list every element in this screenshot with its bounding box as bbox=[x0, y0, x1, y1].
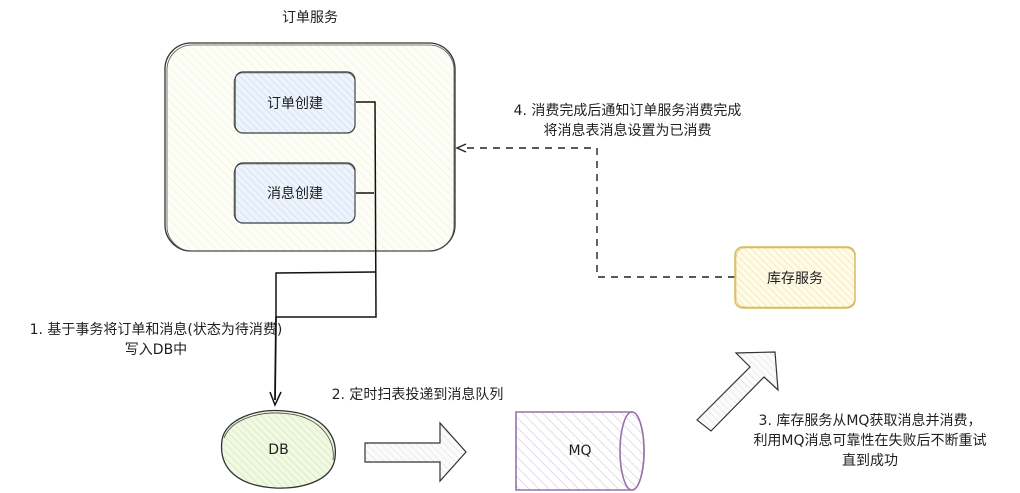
step4-label: 4. 消费完成后通知订单服务消费完成 将消息表消息设置为已消费 bbox=[485, 101, 770, 141]
mq-label: MQ bbox=[568, 443, 592, 459]
step3-line2: 利用MQ消息可靠性在失败后不断重试 bbox=[753, 433, 987, 449]
db-to-mq-arrow bbox=[364, 421, 467, 483]
step1-label: 1. 基于事务将订单和消息(状态为待消费) 写入DB中 bbox=[0, 320, 312, 360]
order-create-box[interactable] bbox=[233, 71, 356, 134]
step2-label: 2. 定时扫表投递到消息队列 bbox=[331, 387, 504, 403]
inventory-service-box[interactable] bbox=[734, 246, 856, 309]
db-label: DB bbox=[268, 442, 289, 458]
step3-line3: 直到成功 bbox=[842, 453, 898, 469]
feedback-arrowhead-icon bbox=[455, 143, 467, 153]
mq-to-inventory-arrow bbox=[696, 351, 779, 432]
step4-line1: 4. 消费完成后通知订单服务消费完成 bbox=[513, 103, 742, 119]
step4-line2: 将消息表消息设置为已消费 bbox=[543, 123, 712, 139]
feedback-arrow bbox=[462, 147, 735, 278]
inventory-service-label: 库存服务 bbox=[767, 270, 823, 287]
order-create-label: 订单创建 bbox=[267, 95, 323, 112]
order-service-title: 订单服务 bbox=[282, 10, 338, 26]
connector-to-db bbox=[269, 101, 377, 407]
message-create-box[interactable] bbox=[233, 162, 356, 224]
step1-line2: 写入DB中 bbox=[124, 342, 188, 358]
step3-label: 3. 库存服务从MQ获取消息并消费， 利用MQ消息可靠性在失败后不断重试 直到成… bbox=[730, 411, 1010, 471]
mq-shape[interactable] bbox=[515, 411, 645, 491]
step3-line1: 3. 库存服务从MQ获取消息并消费， bbox=[758, 413, 982, 429]
step1-line1: 1. 基于事务将订单和消息(状态为待消费) bbox=[29, 322, 283, 338]
db-shape[interactable] bbox=[220, 409, 336, 489]
message-create-label: 消息创建 bbox=[267, 186, 323, 202]
